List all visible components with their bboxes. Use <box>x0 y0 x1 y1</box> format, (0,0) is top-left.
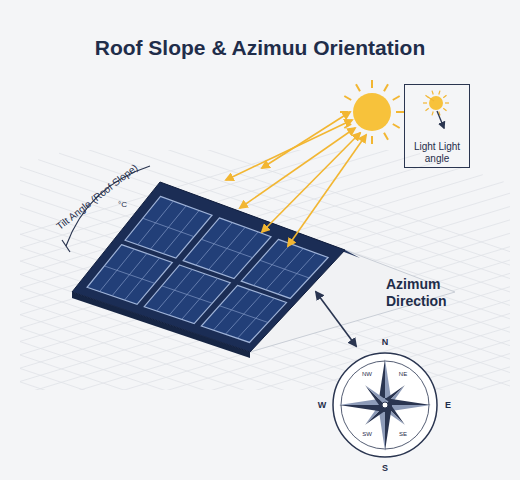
tilt-tick <box>62 240 70 252</box>
inset-box: Light Light angle <box>404 84 470 168</box>
compass-letter: W <box>318 400 327 411</box>
inset-caption: Light Light angle <box>405 141 469 164</box>
compass-letter: E <box>445 400 451 411</box>
compass-subletter: SE <box>399 431 407 438</box>
compass-rose <box>333 353 437 457</box>
compass-letter: S <box>382 463 388 474</box>
unit-label: °C <box>118 200 127 210</box>
solar-panels <box>87 196 328 342</box>
azimuth-arrow <box>316 292 356 346</box>
light-rays <box>226 112 366 246</box>
inset-sun <box>423 91 449 128</box>
floor-grid <box>20 150 510 390</box>
azimuth-label: Azimum Direction <box>386 276 476 310</box>
compass-subletter: NE <box>399 371 407 378</box>
compass-letter: N <box>382 337 389 348</box>
roof-slope <box>72 182 345 352</box>
compass-subletter: SW <box>362 431 372 438</box>
title: Roof Slope & Azimuu Orientation <box>95 36 426 60</box>
compass-subletter: NW <box>362 371 372 378</box>
